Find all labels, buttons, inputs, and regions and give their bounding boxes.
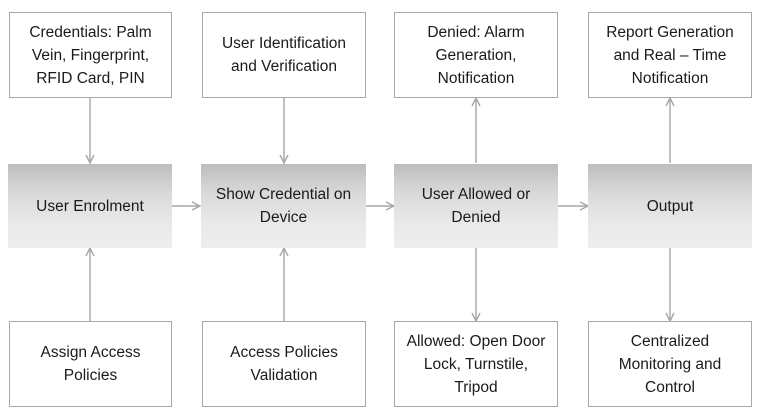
assign-policies-box: Assign Access Policies [9, 321, 172, 407]
report-label: Report Generation and Real – Time Notifi… [606, 23, 734, 87]
policies-validation-box: Access Policies Validation [202, 321, 366, 407]
identification-box: User Identification and Verification [202, 12, 366, 98]
denied-label: Denied: Alarm Generation, Notification [427, 23, 525, 87]
show-credential-label: Show Credential on Device [215, 186, 352, 226]
allowed-or-denied-label: User Allowed or Denied [421, 186, 531, 226]
policies-validation-label: Access Policies Validation [230, 344, 338, 384]
output-label: Output [646, 197, 694, 215]
monitoring-label: Centralized Monitoring and Control [618, 332, 722, 396]
output-step: Output [588, 164, 752, 248]
show-credential-step: Show Credential on Device [201, 164, 366, 248]
identification-label: User Identification and Verification [221, 35, 347, 75]
denied-box: Denied: Alarm Generation, Notification [394, 12, 558, 98]
report-box: Report Generation and Real – Time Notifi… [588, 12, 752, 98]
allowed-label: Allowed: Open Door Lock, Turnstile, Trip… [406, 332, 546, 396]
assign-policies-label: Assign Access Policies [40, 344, 141, 384]
credentials-label: Credentials: Palm Vein, Fingerprint, RFI… [29, 23, 152, 87]
allowed-box: Allowed: Open Door Lock, Turnstile, Trip… [394, 321, 558, 407]
enrolment-label: User Enrolment [36, 197, 144, 215]
credentials-box: Credentials: Palm Vein, Fingerprint, RFI… [9, 12, 172, 98]
enrolment-step: User Enrolment [8, 164, 172, 248]
monitoring-box: Centralized Monitoring and Control [588, 321, 752, 407]
allowed-or-denied-step: User Allowed or Denied [394, 164, 558, 248]
